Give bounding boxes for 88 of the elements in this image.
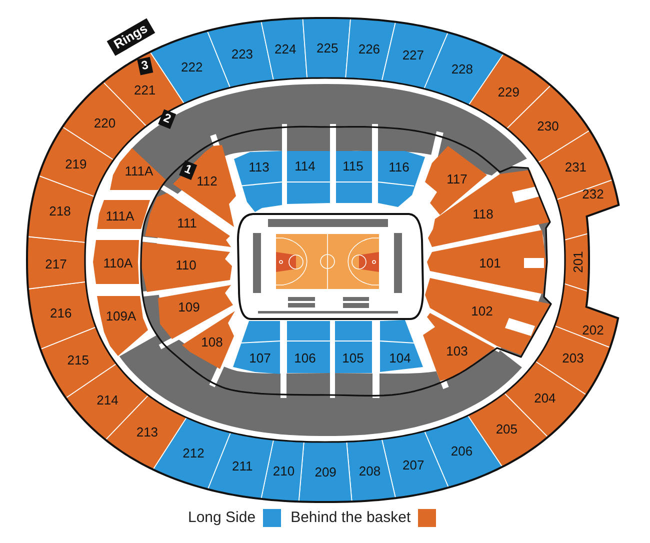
section-number: 224 <box>274 42 296 56</box>
seating-section <box>182 311 235 369</box>
section-number: 215 <box>67 354 89 367</box>
seating-section <box>27 236 86 289</box>
section-number: 208 <box>358 464 381 477</box>
seating-section <box>233 321 280 374</box>
section-number: 216 <box>50 306 72 320</box>
section-number: 228 <box>451 62 474 76</box>
section-number: 229 <box>498 86 520 99</box>
seating-section <box>556 179 619 241</box>
section-number: 206 <box>450 444 473 458</box>
section-number: 212 <box>182 446 204 460</box>
section-number: 113 <box>248 160 270 174</box>
section-number: 101 <box>479 256 501 270</box>
seating-section <box>207 21 274 88</box>
section-number: 105 <box>342 352 364 364</box>
section-number: 207 <box>402 458 424 472</box>
seating-section <box>287 321 330 373</box>
section-number: 102 <box>471 304 493 318</box>
seating-section <box>380 320 423 372</box>
section-number: 210 <box>272 464 295 478</box>
section-number: 111A <box>106 210 134 222</box>
seating-section <box>336 151 372 203</box>
seating-section <box>381 21 449 89</box>
section-number: 104 <box>389 352 411 364</box>
section-number: 109 <box>178 300 200 314</box>
section-number: 205 <box>496 422 518 436</box>
section-number: 232 <box>582 188 604 200</box>
seating-section <box>93 240 139 284</box>
seating-section <box>97 296 148 356</box>
section-number: 110A <box>103 256 133 270</box>
section-number: 230 <box>537 119 559 132</box>
section-number: 111A <box>124 164 154 178</box>
section-number: 202 <box>582 324 604 336</box>
seating-section <box>381 431 449 499</box>
section-number: 221 <box>134 83 156 96</box>
seating-section <box>27 281 96 350</box>
seating-section <box>110 148 166 190</box>
section-number: 219 <box>65 157 87 170</box>
seating-section <box>535 325 611 395</box>
section-number: 203 <box>562 352 584 365</box>
seating-section <box>287 151 330 204</box>
section-number: 223 <box>231 48 254 61</box>
section-number: 209 <box>314 465 336 478</box>
section-number: 225 <box>316 42 338 54</box>
section-number: 227 <box>402 48 424 62</box>
seating-section <box>345 18 396 81</box>
section-number: 220 <box>94 116 116 130</box>
section-number: 110 <box>176 258 196 272</box>
section-number: 218 <box>49 204 71 218</box>
section-number: 108 <box>201 336 223 348</box>
seating-section <box>173 145 236 227</box>
section-number: 201 <box>572 251 584 273</box>
section-number: 116 <box>388 160 410 174</box>
section-number: 114 <box>294 160 316 172</box>
seating-section <box>207 432 274 499</box>
seating-section <box>346 439 396 502</box>
seating-section <box>538 130 613 200</box>
section-number: 106 <box>294 352 316 364</box>
section-number: 213 <box>136 425 158 438</box>
section-number: 112 <box>196 174 218 188</box>
seating-section <box>141 242 232 292</box>
seating-section <box>27 175 95 243</box>
legend-label: Behind the basket <box>290 509 411 527</box>
section-number: 231 <box>564 160 587 174</box>
seating-section <box>261 18 308 81</box>
seating-section <box>428 170 550 247</box>
section-number: 115 <box>342 160 364 172</box>
section-number: 117 <box>446 172 468 186</box>
section-number: 226 <box>358 42 380 56</box>
seating-section <box>335 321 372 373</box>
section-number: 222 <box>181 60 203 74</box>
seating-section <box>158 285 233 339</box>
seating-section <box>378 151 425 207</box>
section-number: 118 <box>472 208 494 220</box>
section-number: 111 <box>177 216 197 230</box>
seating-section <box>234 151 282 212</box>
seating-section <box>97 200 150 229</box>
seating-section <box>427 230 546 294</box>
section-number: 109A <box>106 310 136 322</box>
section-number: 204 <box>534 391 556 404</box>
legend-label: Long Side <box>188 509 256 527</box>
seating-section <box>425 278 550 355</box>
section-number: 107 <box>249 352 271 364</box>
section-number: 211 <box>232 459 253 472</box>
section-number: 103 <box>446 344 468 358</box>
section-number: 217 <box>45 257 67 270</box>
section-number: 214 <box>96 394 118 407</box>
